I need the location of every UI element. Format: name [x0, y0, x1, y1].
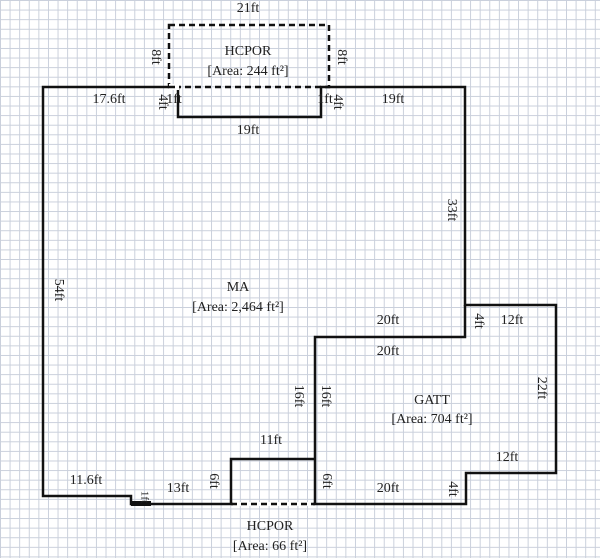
dimension-label: 1ft: [138, 491, 150, 503]
room-label: HCPOR: [225, 44, 272, 59]
dimension-label: 33ft: [444, 199, 459, 222]
dimension-label: 21ft: [237, 1, 260, 16]
dimension-label: 8ft: [148, 49, 163, 65]
dimension-label: 20ft: [377, 481, 400, 496]
dimension-label: 11.6ft: [70, 473, 103, 488]
room-label: GATT: [414, 393, 450, 408]
dimension-label: 6ft: [206, 473, 221, 489]
room-ma-outline[interactable]: [41, 85, 558, 506]
room-area: [Area: 704 ft²]: [391, 412, 472, 427]
dimension-label: 16ft: [318, 385, 333, 408]
dimension-label: 1ft: [166, 92, 182, 107]
dimension-label: 4ft: [330, 94, 345, 110]
room-area: [Area: 244 ft²]: [207, 64, 288, 79]
dimension-label: 16ft: [291, 385, 306, 408]
dimension-label: 20ft: [377, 313, 400, 328]
dimension-label: 8ft: [334, 49, 349, 65]
dimension-label: 54ft: [51, 279, 66, 302]
dimension-label: 12ft: [496, 450, 519, 465]
dimension-label: 22ft: [534, 377, 549, 400]
room-hcpor-bottom-outline[interactable]: [229, 457, 315, 504]
dimension-label: 19ft: [237, 123, 260, 138]
room-area: [Area: 2,464 ft²]: [192, 300, 284, 315]
wall-marker: [131, 501, 151, 506]
room-gatt-outline[interactable]: [313, 305, 467, 504]
room-label: MA: [227, 280, 250, 295]
dimension-label: 13ft: [167, 481, 190, 496]
dimension-label: 4ft: [445, 481, 460, 497]
dimension-label: 19ft: [382, 92, 405, 107]
dimension-label: 6ft: [319, 473, 334, 489]
dimension-label: 12ft: [501, 313, 524, 328]
room-hcpor-top-outline[interactable]: [167, 23, 331, 89]
dimension-label: 20ft: [377, 344, 400, 359]
dimension-label: 4ft: [471, 313, 486, 329]
dimension-label: 17.6ft: [92, 92, 125, 107]
room-label: HCPOR: [247, 519, 294, 534]
room-area: [Area: 66 ft²]: [233, 539, 307, 554]
dimension-label: 11ft: [260, 433, 282, 448]
dimension-label: 4ft: [155, 94, 170, 110]
dimension-label: 1ft: [317, 92, 333, 107]
